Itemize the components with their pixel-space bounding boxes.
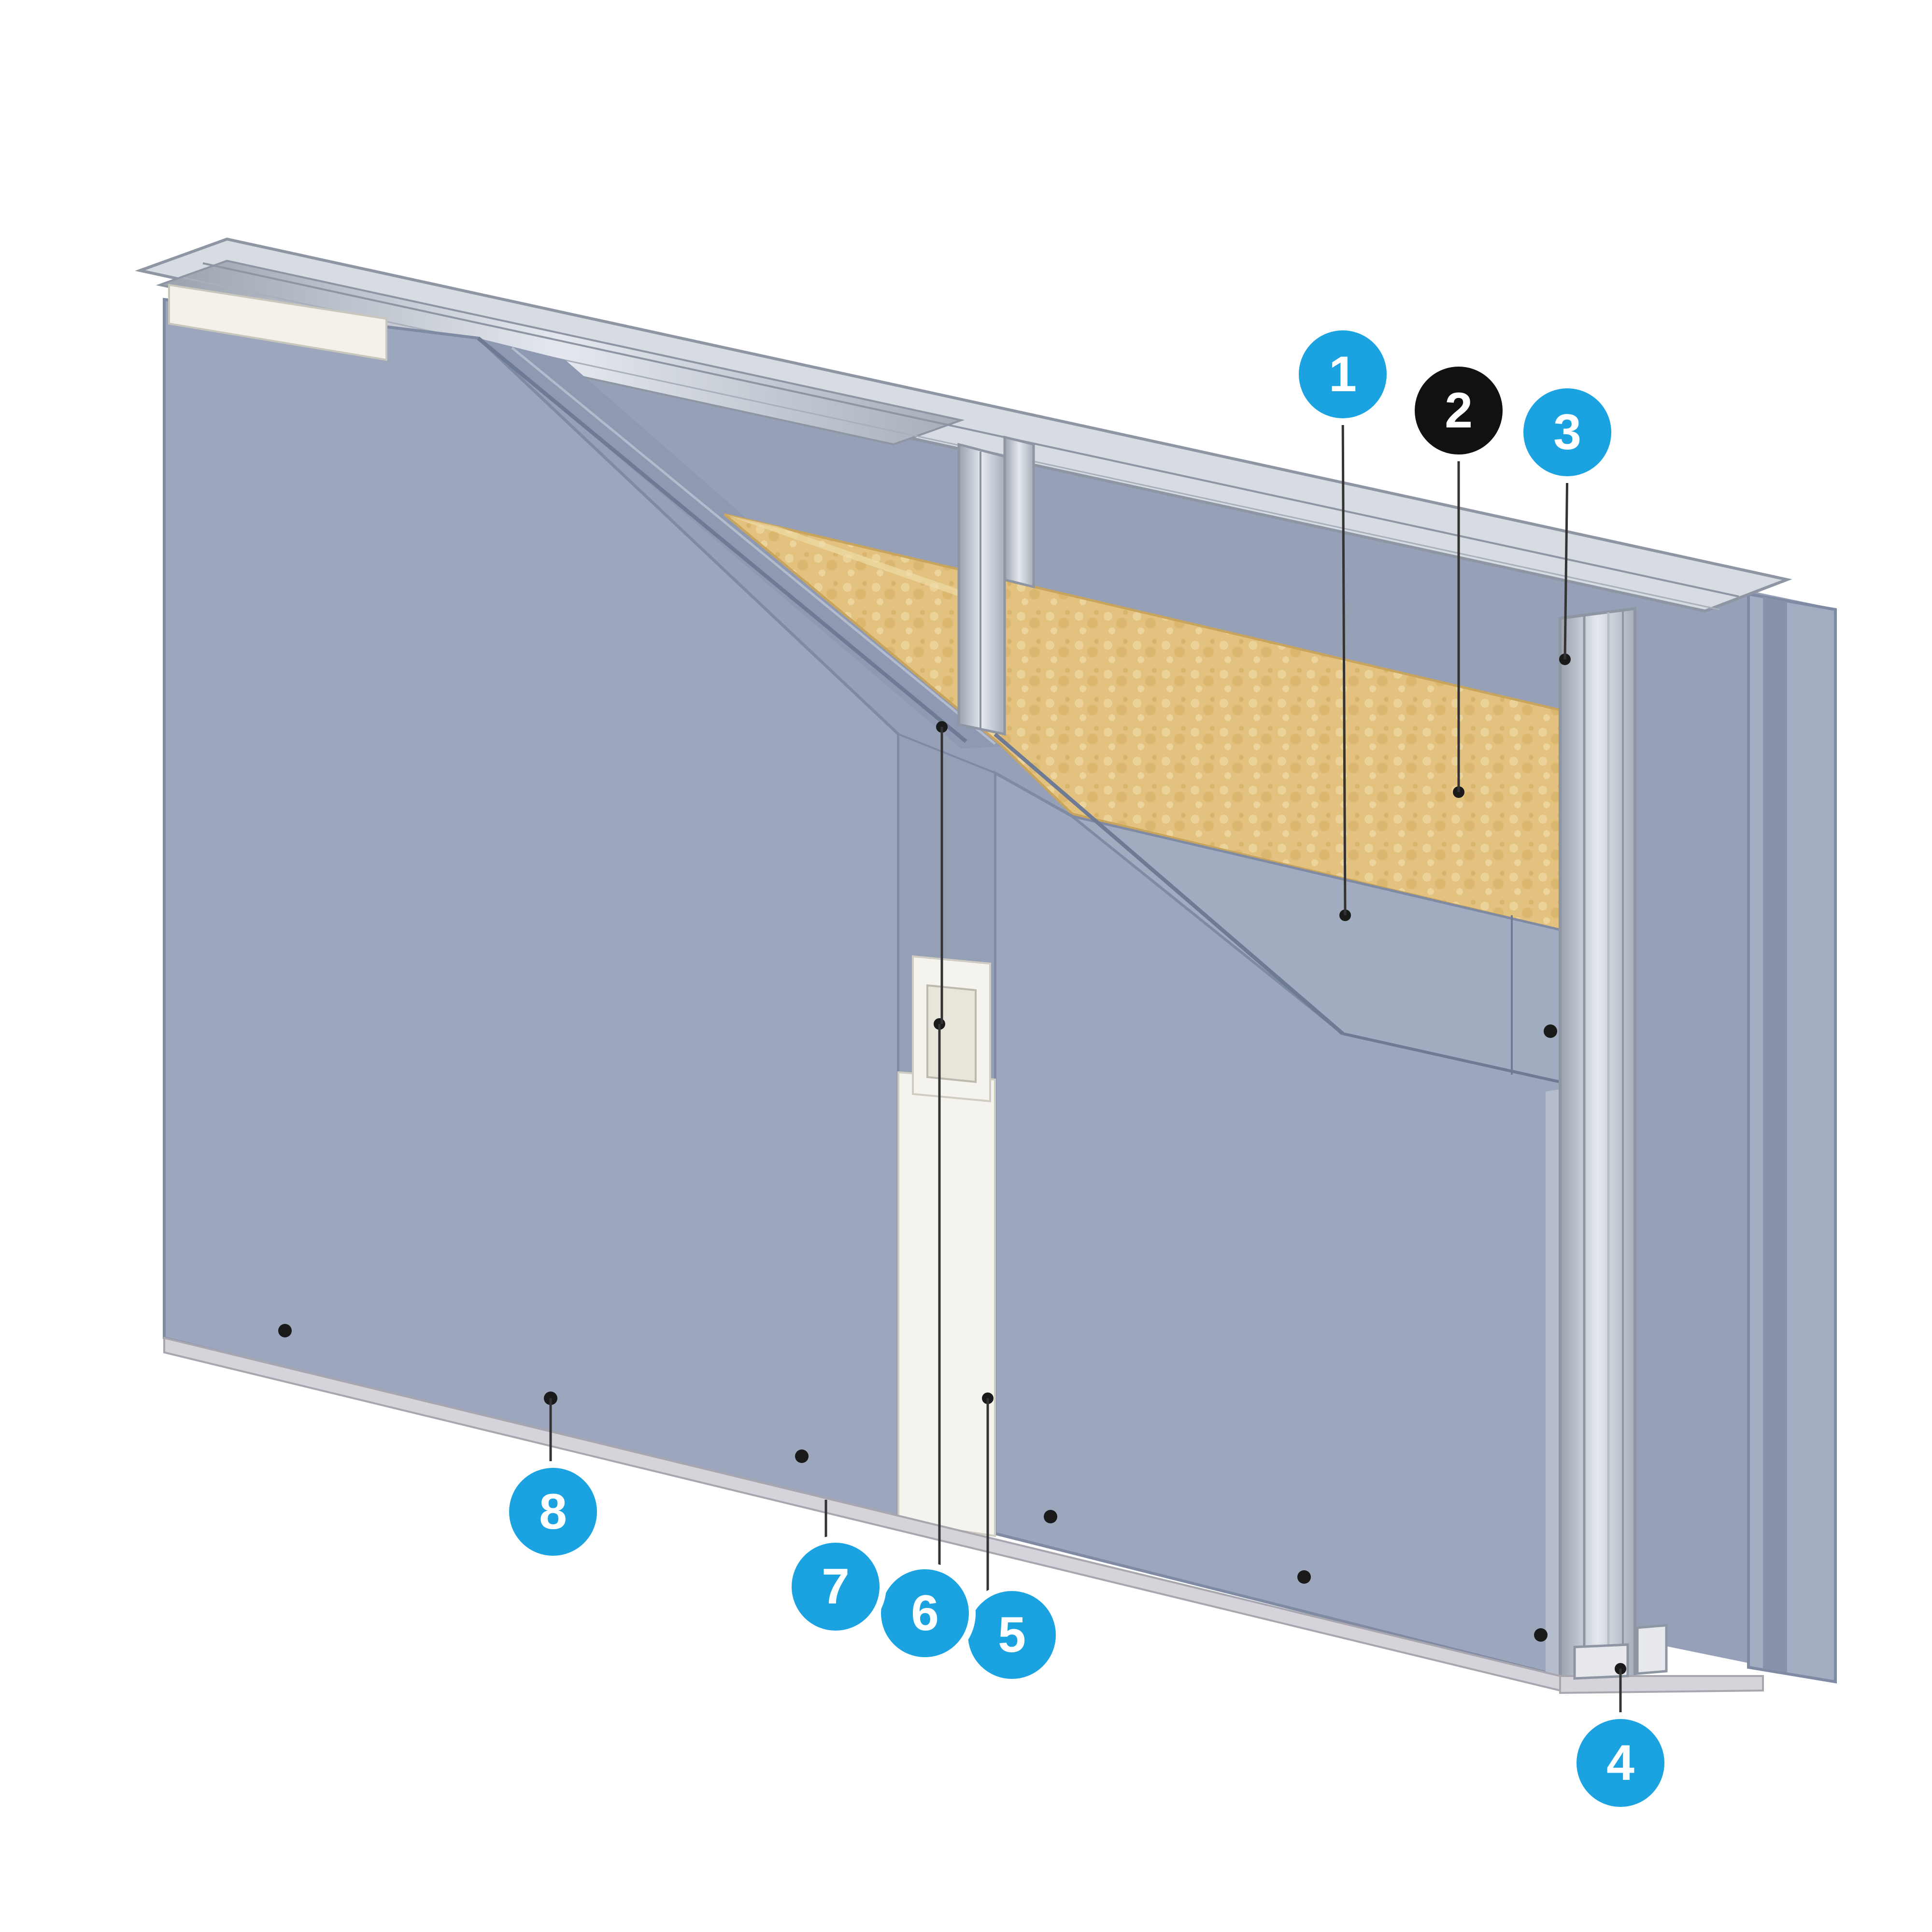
joint-tape-top [168, 284, 387, 361]
callout-1: 1 [1292, 324, 1393, 425]
callout-5-label: 5 [998, 1607, 1026, 1663]
callout-6: 6 [874, 1563, 976, 1664]
callout-1-label: 1 [1329, 346, 1357, 402]
vertical-joint [897, 733, 996, 1537]
callout-6-label: 6 [911, 1585, 939, 1641]
callout-8-label: 8 [539, 1484, 567, 1540]
callout-7-label: 7 [822, 1559, 850, 1615]
inner-board-layer [477, 336, 1005, 749]
callout-4-label: 4 [1606, 1735, 1634, 1791]
callout-5: 5 [961, 1584, 1063, 1686]
callout-7: 7 [785, 1536, 886, 1637]
callout-3: 3 [1517, 382, 1618, 483]
vertical-stud-middle [957, 435, 1035, 736]
front-board-right [994, 732, 1562, 1678]
callout-4: 4 [1570, 1712, 1671, 1814]
callout-8: 8 [502, 1461, 604, 1563]
vertical-stud-right [1559, 607, 1636, 1688]
callout-2: 2 [1408, 360, 1509, 461]
callout-2-label: 2 [1445, 383, 1473, 439]
callout-3-label: 3 [1553, 404, 1581, 460]
leader-lines [549, 405, 1622, 1724]
floor-track [163, 1336, 1764, 1694]
